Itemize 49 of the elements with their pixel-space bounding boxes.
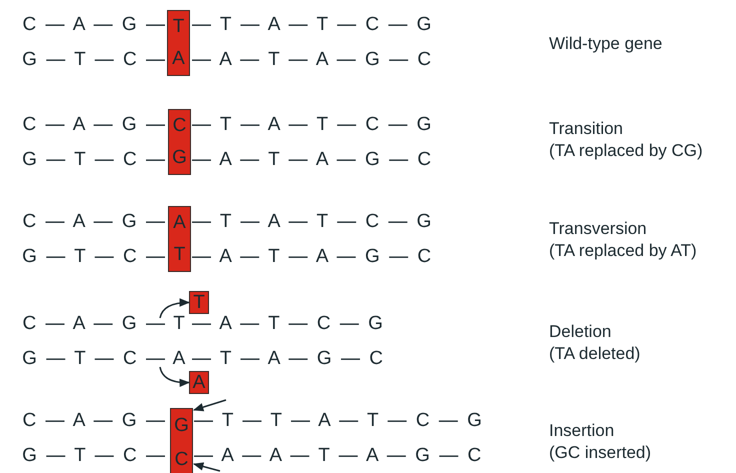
dna-strand-sequence: C — A — G — (22, 14, 165, 36)
dna-strand-sequence: — T — T — A — T — C — G (194, 410, 482, 432)
dna-strand-sequence: G — T — C — (22, 445, 165, 467)
base-letter: T (172, 16, 184, 38)
mutation-label: Transversion (549, 219, 647, 239)
dna-strand-sequence: — A — T — C — G (192, 313, 383, 335)
base-box: A (189, 371, 209, 394)
base-letter: A (172, 48, 185, 70)
base-letter: G (172, 147, 187, 169)
mutation-label: (TA replaced by CG) (549, 141, 703, 161)
dna-strand-sequence: — A — T — A — G — C (192, 149, 432, 171)
base-pair-box (168, 206, 191, 272)
base-pair-box (168, 109, 191, 175)
arrow (192, 462, 220, 472)
dna-strand-sequence: — T — A — G — C (192, 348, 383, 370)
mutation-label: Wild-type gene (549, 34, 662, 54)
dna-strand-sequence: G — T — C — (22, 348, 165, 370)
base-pair-box (170, 408, 193, 473)
base-letter: C (174, 449, 188, 471)
base-letter: C (172, 115, 186, 137)
base-letter: T (174, 244, 186, 266)
dna-strand-sequence: G — T — C — (22, 246, 165, 268)
dna-strand-sequence: — A — A — T — A — G — C (194, 445, 482, 467)
arrow (159, 366, 190, 387)
dna-strand-sequence: — T — A — T — C — G (192, 114, 432, 136)
dna-strand-sequence: — T — A — T — C — G (192, 14, 432, 36)
mutation-label: (GC inserted) (549, 443, 652, 463)
arrow (193, 399, 226, 412)
dna-strand-sequence: — A — T — A — G — C (192, 49, 432, 71)
base-box: T (189, 291, 209, 314)
dna-strand-sequence: C — A — G — (22, 114, 165, 136)
base-letter: T (172, 313, 186, 335)
mutation-label: Transition (549, 119, 624, 139)
arrow (159, 298, 190, 318)
dna-strand-sequence: G — T — C — (22, 49, 165, 71)
base-letter: A (172, 348, 186, 370)
base-letter: G (174, 415, 189, 437)
mutation-label: Deletion (549, 322, 612, 342)
base-letter: A (173, 212, 186, 234)
dna-strand-sequence: C — A — G — (22, 410, 165, 432)
dna-strand-sequence: — A — T — A — G — C (192, 246, 432, 268)
mutation-label: (TA deleted) (549, 344, 640, 364)
mutation-label: Insertion (549, 421, 614, 441)
dna-strand-sequence: C — A — G — (22, 211, 165, 233)
dna-strand-sequence: — T — A — T — C — G (192, 211, 432, 233)
dna-strand-sequence: C — A — G — (22, 313, 165, 335)
mutation-label: (TA replaced by AT) (549, 241, 697, 261)
base-pair-box (167, 10, 190, 76)
dna-strand-sequence: G — T — C — (22, 149, 165, 171)
